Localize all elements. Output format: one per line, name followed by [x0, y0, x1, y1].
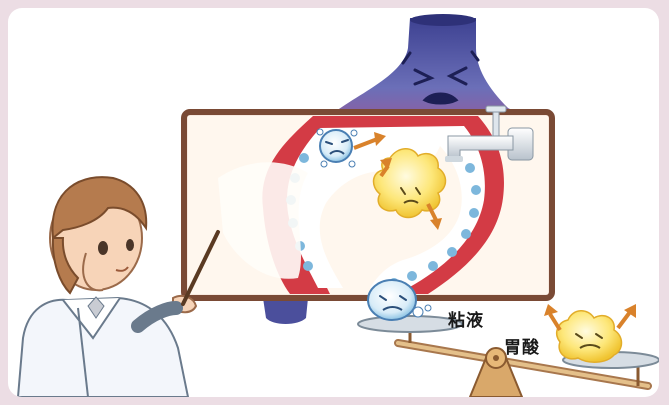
illustration-frame: 粘液 胃酸 [8, 8, 659, 397]
gastric-acid-label: 胃酸 [504, 340, 540, 357]
teacher-illustration [18, 177, 196, 397]
stomach-balance-illustration [8, 8, 659, 397]
mucus-label: 粘液 [448, 313, 484, 330]
